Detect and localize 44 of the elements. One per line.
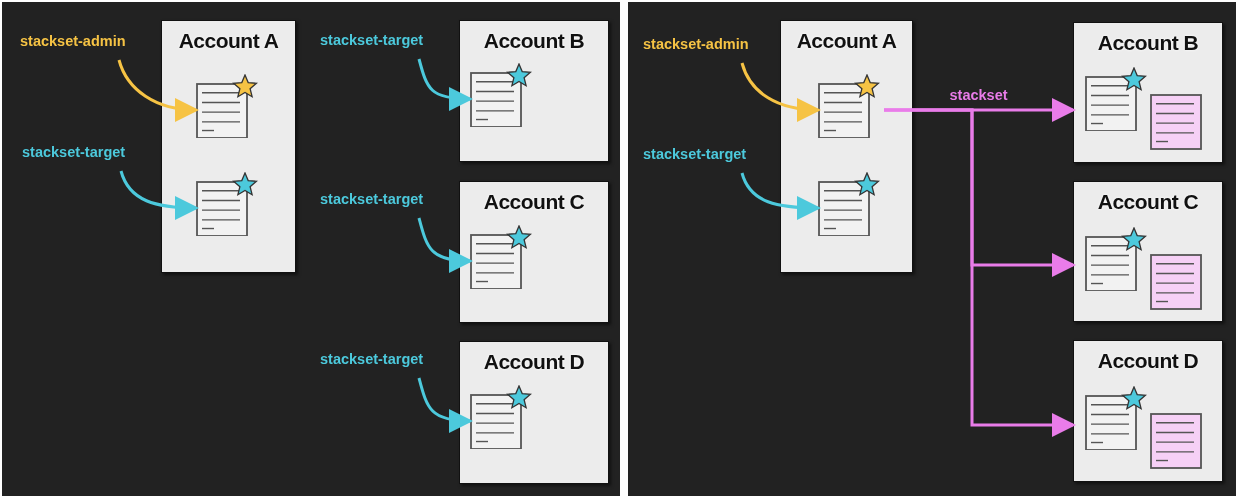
arrow — [417, 217, 473, 273]
arrow — [740, 62, 821, 122]
arrow — [740, 172, 821, 220]
role-label: stackset-target — [22, 143, 126, 161]
account-box — [459, 20, 609, 162]
account-box — [459, 181, 609, 323]
document-icon — [470, 225, 532, 289]
role-label: stackset-target — [643, 145, 747, 163]
document-icon — [818, 74, 880, 138]
account-box — [459, 341, 609, 484]
document-icon — [1150, 254, 1202, 310]
account-title: Account C — [1096, 190, 1200, 214]
account-title: Account A — [795, 29, 898, 53]
account-title: Account D — [482, 350, 586, 374]
arrow — [117, 59, 199, 122]
role-label: stackset-target — [320, 190, 424, 208]
account-box — [1073, 181, 1223, 322]
account-title: Account B — [482, 29, 586, 53]
role-label: stackset-target — [320, 31, 424, 49]
arrow — [884, 108, 1076, 437]
account-box — [780, 20, 913, 273]
arrow — [417, 377, 473, 433]
account-title: Account A — [177, 29, 280, 53]
document-icon — [818, 172, 880, 236]
account-title: Account B — [1096, 31, 1200, 55]
document-icon — [1085, 67, 1147, 131]
document-icon — [1085, 386, 1147, 450]
document-icon — [1150, 94, 1202, 150]
document-icon — [470, 63, 532, 127]
arrow — [119, 170, 199, 220]
document-icon — [470, 385, 532, 449]
role-label: stackset-admin — [643, 35, 749, 53]
account-box — [1073, 340, 1223, 482]
account-box — [161, 20, 296, 273]
arrow — [417, 58, 473, 111]
role-label: stackset-admin — [20, 32, 126, 50]
document-icon — [1085, 227, 1147, 291]
document-icon — [196, 74, 258, 138]
role-label: stackset-target — [320, 350, 424, 368]
document-icon — [196, 172, 258, 236]
document-icon — [1150, 413, 1202, 469]
account-title: Account D — [1096, 349, 1200, 373]
account-box — [1073, 22, 1223, 163]
account-title: Account C — [482, 190, 586, 214]
